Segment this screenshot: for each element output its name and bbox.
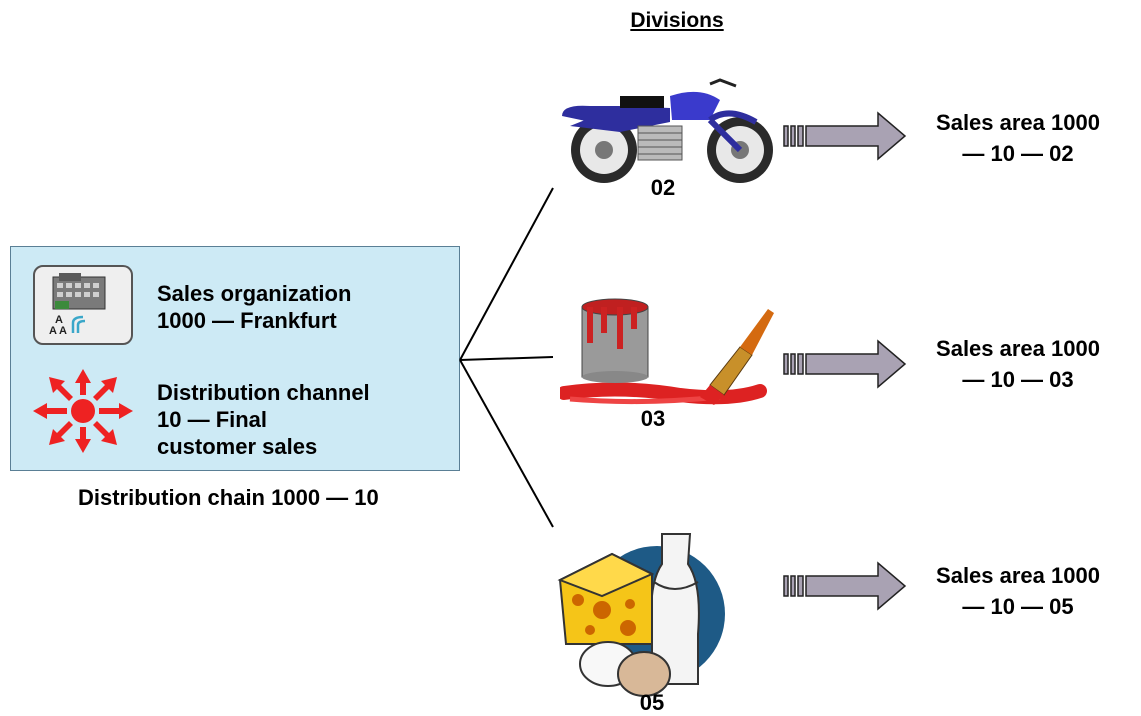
sales-area-05-line1: Sales area 1000 (936, 563, 1100, 588)
division-code-03: 03 (640, 406, 666, 431)
svg-text:A: A (49, 325, 57, 337)
connector-line-03 (459, 356, 554, 361)
connector-line-05 (459, 359, 554, 528)
sales-organization-icon: A A A (33, 265, 133, 345)
arrow-05 (783, 561, 907, 611)
paint-bucket-brush-icon (557, 293, 780, 409)
distribution-channel-name: Distribution channel (157, 380, 370, 405)
diagram-title: Divisions (630, 9, 724, 32)
sales-area-02-line1: Sales area 1000 (936, 110, 1100, 135)
svg-text:A: A (55, 314, 63, 326)
dairy-food-icon (552, 524, 727, 699)
sales-area-02-line2: — 10 — 02 (962, 141, 1074, 166)
distribution-chain-label: Distribution chain 1000 — 10 (78, 485, 379, 510)
motorcycle-icon (560, 76, 780, 186)
distribution-channel-code: 10 — Final (157, 407, 268, 432)
sales-area-02: Sales area 1000 — 10 — 02 (913, 107, 1123, 169)
sales-organization-name: Sales organization (157, 281, 352, 306)
division-code-02: 02 (650, 175, 676, 200)
sales-organization-code: 1000 — Frankfurt (157, 308, 337, 333)
sales-area-03-line2: — 10 — 03 (962, 367, 1074, 392)
connector-line-02 (459, 187, 554, 361)
svg-text:A: A (59, 325, 67, 337)
arrow-02 (783, 111, 907, 161)
arrow-03 (783, 339, 907, 389)
sales-area-05-line2: — 10 — 05 (962, 594, 1074, 619)
sales-organization-label: Sales organization 1000 — Frankfurt (157, 280, 447, 334)
sales-area-03: Sales area 1000 — 10 — 03 (913, 333, 1123, 395)
sales-area-05: Sales area 1000 — 10 — 05 (913, 560, 1123, 622)
distribution-channel-label: Distribution channel 10 — Final customer… (157, 379, 447, 460)
distribution-channel-desc: customer sales (157, 434, 318, 459)
sales-area-03-line1: Sales area 1000 (936, 336, 1100, 361)
distribution-channel-icon (31, 367, 135, 455)
